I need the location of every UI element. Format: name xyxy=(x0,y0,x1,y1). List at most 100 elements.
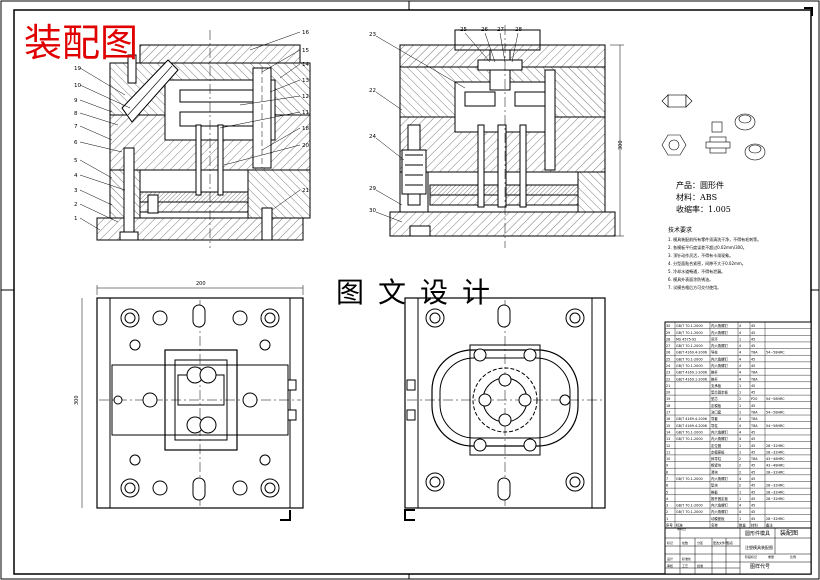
bom-cell: 1 xyxy=(739,384,741,388)
bom-cell: 20 xyxy=(666,391,670,395)
tb-weight: 重量 xyxy=(768,554,774,559)
bom-cell: GB/T 70.1-2000 xyxy=(676,510,703,514)
balloon-22: 22 xyxy=(369,88,376,94)
bom-cell: 吊环 xyxy=(711,337,718,341)
title-block-sub: 注塑模具装配图 xyxy=(745,544,773,550)
balloon-15: 15 xyxy=(302,48,309,54)
bom-cell: 17 xyxy=(666,411,670,415)
bom-cell: GB/T 70.1-2000 xyxy=(676,364,703,368)
bom-cell: 45 xyxy=(751,331,755,335)
bom-cell: 28~32HRC xyxy=(766,497,785,501)
bom-cell: GB/T 4169.4-2006 xyxy=(676,417,707,421)
bom-cell: 3 xyxy=(666,504,668,508)
bom-cell: GB/T 70.1-2000 xyxy=(676,344,703,348)
bom-cell: GB/T 70.1-2000 xyxy=(676,504,703,508)
plan-view-right xyxy=(404,297,606,521)
bom-cell: 浇口套 xyxy=(711,410,722,415)
leader-lines-right xyxy=(375,32,519,223)
bom-cell: 支承板 xyxy=(711,383,722,388)
bom-cell: 16 xyxy=(666,417,670,421)
bom-cell: 2 xyxy=(739,457,741,461)
bom-cell: 内六角螺钉 xyxy=(711,476,729,481)
bom-cell: 43~48HRC xyxy=(766,457,785,461)
product-shrinkage: 收缩率：1.005 xyxy=(676,204,731,214)
balloon-30: 30 xyxy=(369,208,376,214)
bom-cell: 4 xyxy=(739,331,741,335)
balloon-3: 3 xyxy=(74,188,78,194)
bom-cell: 28~32HRC xyxy=(766,450,785,454)
bom-cell: 4 xyxy=(739,424,741,428)
tb-row-zone: 分区 xyxy=(697,540,703,545)
bom-cell: 垫块 xyxy=(711,483,718,488)
bom-cell: 斜导柱 xyxy=(711,456,722,461)
tb-row-change: 更改文件号 xyxy=(713,540,728,545)
bom-cell: T8A xyxy=(750,457,758,461)
bom-header-cell: 备注 xyxy=(766,523,773,528)
bom-cell: 45 xyxy=(751,384,755,388)
bom-cell: T8A xyxy=(750,351,758,355)
bom-cell: GB/T 70.1-2000 xyxy=(676,430,703,434)
bom-cell: 内六角螺钉 xyxy=(711,356,729,361)
bom-cell: GB/T 70.1-2000 xyxy=(676,324,703,328)
bom-cell: 24 xyxy=(666,364,670,368)
bom-cell: GB/T 4169.1-2006 xyxy=(676,371,707,375)
bom-cell: 1 xyxy=(739,404,741,408)
bom-cell: 27 xyxy=(666,344,670,348)
balloon-numbers-right: 25 26 27 28 23 22 24 29 30 300 xyxy=(369,27,624,214)
dim-width-top: 200 xyxy=(196,281,206,287)
bom-cell: 45 xyxy=(751,484,755,488)
bom-cell: 45 xyxy=(751,364,755,368)
balloon-12: 12 xyxy=(302,94,309,100)
bom-cell: 13 xyxy=(666,437,670,441)
bom-cell: 21 xyxy=(666,384,670,388)
balloon-14: 14 xyxy=(302,62,309,68)
bom-cell: 4 xyxy=(739,510,741,514)
tech-req-line-2: 2. 各模板平行度误差不超过0.02mm/300。 xyxy=(668,244,747,250)
bom-cell: 4 xyxy=(739,344,741,348)
bom-cell: 28 xyxy=(666,337,670,341)
watermark-text: 图文设计 xyxy=(336,276,504,309)
bom-cell: 8 xyxy=(666,470,668,474)
bom-cell: GB/T 70.1-2000 xyxy=(676,357,703,361)
bom-cell: 4 xyxy=(739,351,741,355)
bom-cell: 28~32HRC xyxy=(766,470,785,474)
bom-cell: 12 xyxy=(666,444,670,448)
bom-cell: 45 xyxy=(751,517,755,521)
tech-req-line-3: 3. 顶针动作灵活，不得有卡滞现象。 xyxy=(668,252,733,258)
balloon-7: 7 xyxy=(74,124,78,130)
tb-row-date: 年月日 xyxy=(677,526,686,531)
bom-cell: GB/T 4169.4-2006 xyxy=(676,424,707,428)
bom-cell: 45 xyxy=(751,470,755,474)
bom-cell: 19 xyxy=(666,397,670,401)
tb-row-count: 处数 xyxy=(682,540,688,545)
balloon-10: 10 xyxy=(74,83,81,89)
tb-standard: 标准化 xyxy=(682,556,691,561)
tech-req-line-7: 7. 试模合格后方可交付使用。 xyxy=(668,284,721,290)
balloon-18: 18 xyxy=(302,126,309,132)
section-view-left xyxy=(96,30,311,248)
bom-cell: 9 xyxy=(666,464,668,468)
balloon-8: 8 xyxy=(74,111,78,117)
bom-cell: 楔紧块 xyxy=(711,463,722,468)
bom-cell: 45 xyxy=(751,450,755,454)
bom-cell: 45 xyxy=(751,464,755,468)
balloon-19: 19 xyxy=(74,66,81,72)
bom-cell: 45 xyxy=(751,444,755,448)
tech-req-line-5: 5. 冷却水道畅通，不得有泄漏。 xyxy=(668,268,725,274)
bom-cell: 导柱 xyxy=(711,423,718,428)
bom-cell: 推杆 xyxy=(711,370,718,375)
balloon-4: 4 xyxy=(74,173,78,179)
bom-cell: 内六角螺钉 xyxy=(711,343,729,348)
bom-cell: 内六角螺钉 xyxy=(711,509,729,514)
leader-lines-left xyxy=(79,31,301,231)
bom-cell: 内六角螺钉 xyxy=(711,436,729,441)
bom-cell: 54~58HRC xyxy=(766,397,785,401)
bom-cell: 14 xyxy=(666,430,670,434)
bom-cell: 4 xyxy=(739,377,741,381)
bom-cell: 7 xyxy=(666,477,668,481)
balloon-26: 26 xyxy=(481,27,488,33)
bom-cell: T8A xyxy=(750,377,758,381)
bom-cell: 54~58HRC xyxy=(766,351,785,355)
bom-cell: 54~58HRC xyxy=(766,411,785,415)
bom-cell: 4 xyxy=(739,477,741,481)
